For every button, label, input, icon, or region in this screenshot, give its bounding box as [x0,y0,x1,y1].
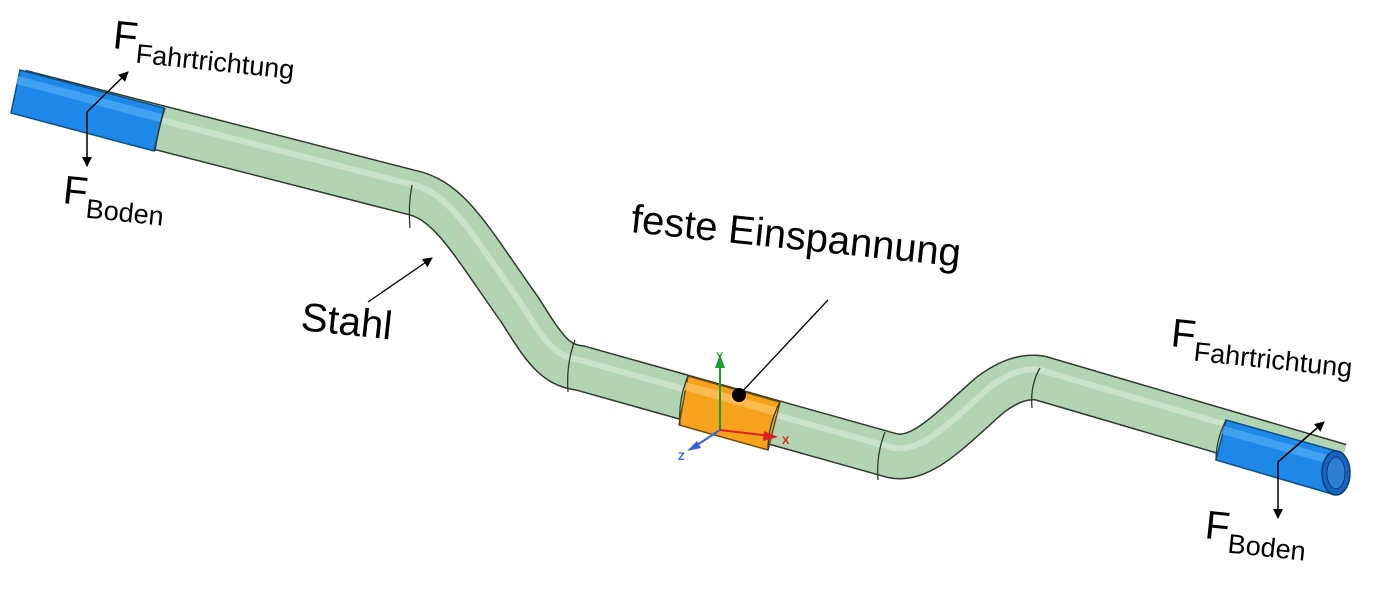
support-leader [738,299,829,396]
right-force-arrows [1273,421,1325,519]
right-boden-label: FBoden [1202,503,1309,566]
axis-y-label: Y [716,351,724,363]
stahl-leader [367,257,433,303]
segment-seams [154,107,1227,481]
coordinate-triad: Y X Z [678,351,790,463]
axis-z-label: Z [678,451,685,463]
axis-x-label: X [782,435,790,447]
material-label: Stahl [299,295,394,348]
tube-body [14,71,1347,487]
support-label: feste Einspannung [629,197,963,275]
left-force-arrows [82,71,129,167]
tube-highlight [19,81,1341,461]
right-load-section [1215,419,1351,496]
right-fahrtrichtung-label: FFahrtrichtung [1168,311,1356,383]
left-fahrtrichtung-label: FFahrtrichtung [110,13,298,85]
left-boden-label: FBoden [60,168,167,231]
